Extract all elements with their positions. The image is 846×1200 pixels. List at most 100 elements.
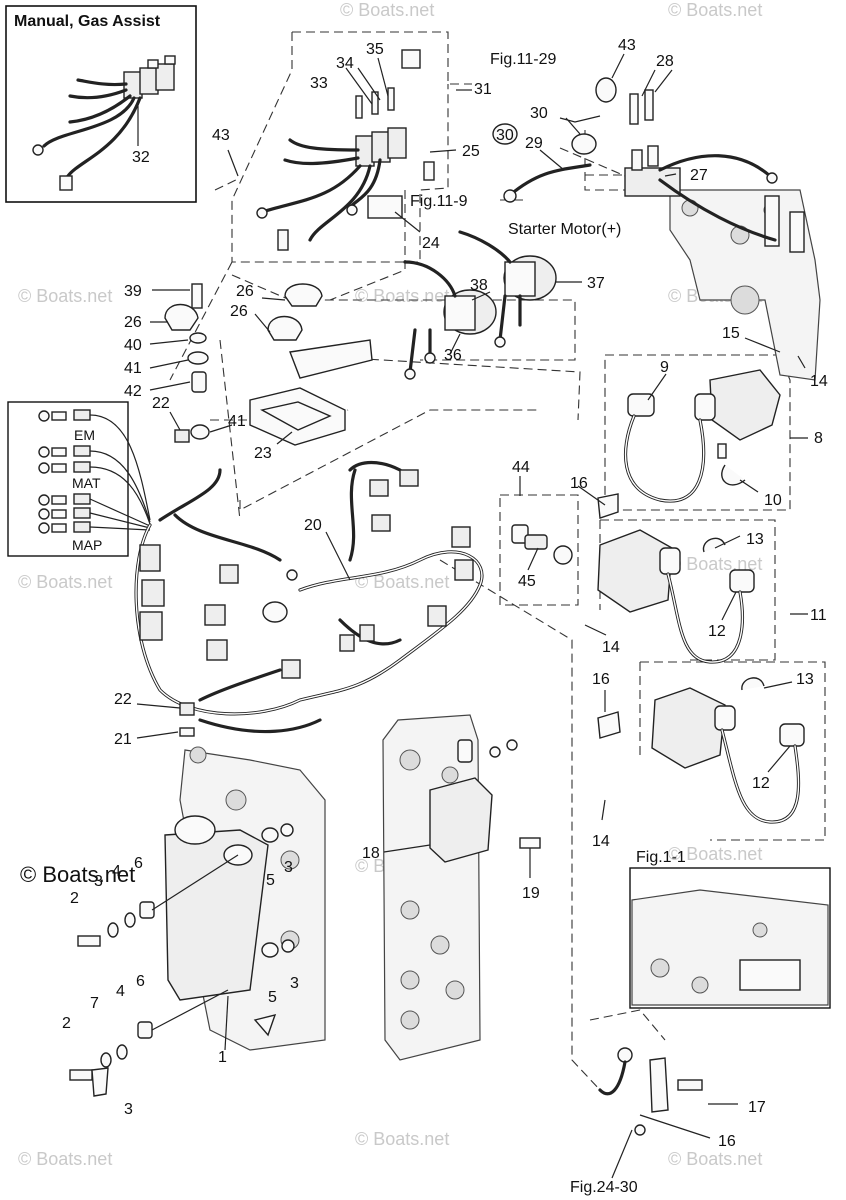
callout: 38 bbox=[470, 277, 488, 294]
callout: 37 bbox=[587, 275, 605, 292]
callout-numbers: 33 34 35 31 25 24 43 43 28 30 30 29 27 3… bbox=[62, 37, 828, 1150]
callout: 42 bbox=[124, 383, 142, 400]
fasteners-left bbox=[69, 854, 239, 1097]
callout: 14 bbox=[810, 373, 828, 390]
callout: 10 bbox=[764, 492, 782, 509]
callout: 5 bbox=[268, 989, 277, 1006]
callout: 22 bbox=[152, 395, 170, 412]
connector-22 bbox=[179, 702, 195, 716]
sensor-label-mat: MAT bbox=[72, 475, 101, 491]
watermark: © Boats.net bbox=[355, 286, 449, 306]
inset-title: Manual, Gas Assist bbox=[14, 13, 161, 30]
bracket-group bbox=[164, 283, 373, 446]
callout: 16 bbox=[718, 1133, 736, 1150]
callout: 41 bbox=[228, 413, 246, 430]
sensor-label-em: EM bbox=[74, 427, 95, 443]
callout: 12 bbox=[752, 775, 770, 792]
callout: 5 bbox=[266, 872, 275, 889]
callout: 16 bbox=[570, 475, 588, 492]
ref-fig-1-1: Fig.1-1 bbox=[636, 849, 686, 866]
callout: 41 bbox=[124, 360, 142, 377]
callout: 3 bbox=[284, 859, 293, 876]
callout: 7 bbox=[90, 995, 99, 1012]
callout: 34 bbox=[336, 55, 354, 72]
bolt-19 bbox=[519, 837, 541, 849]
relay-assembly-icon bbox=[32, 55, 176, 191]
callout: 16 bbox=[592, 671, 610, 688]
screw-21 bbox=[179, 727, 195, 737]
group-boundaries bbox=[169, 31, 826, 1091]
callout: 28 bbox=[656, 53, 674, 70]
relay-cap bbox=[401, 49, 421, 69]
callout: 6 bbox=[136, 973, 145, 990]
callout: 26 bbox=[124, 314, 142, 331]
rectifier-18 bbox=[429, 777, 493, 863]
inset-manual-gas-assist: Manual, Gas Assist 32 bbox=[5, 5, 197, 203]
callout: 3 bbox=[94, 873, 103, 890]
clip-7 bbox=[91, 1067, 109, 1097]
callout: 13 bbox=[746, 531, 764, 548]
callout: 33 bbox=[310, 75, 328, 92]
callout: 11 bbox=[810, 607, 827, 624]
watermark: © Boats.net bbox=[668, 554, 762, 574]
callout: 14 bbox=[602, 639, 620, 656]
callout: 20 bbox=[304, 517, 322, 534]
callout: 26 bbox=[236, 283, 254, 300]
callout: 13 bbox=[796, 671, 814, 688]
callout: 36 bbox=[444, 347, 462, 364]
bolt-2 bbox=[77, 935, 101, 947]
callout: 24 bbox=[422, 235, 440, 252]
callout: 31 bbox=[474, 81, 492, 98]
callout: 1 bbox=[218, 1049, 227, 1066]
ignition-coil-group-11b bbox=[597, 677, 805, 824]
ref-fig-11-29: Fig.11-29 bbox=[490, 51, 557, 68]
mount-plate-middle bbox=[382, 714, 541, 1061]
watermark: © Boats.net bbox=[18, 286, 112, 306]
sensor-label-map: MAP bbox=[72, 537, 102, 553]
cdi-unit bbox=[164, 829, 269, 1001]
callout: 39 bbox=[124, 283, 142, 300]
bolt-28 bbox=[644, 89, 654, 121]
ignition-coil-group-11a bbox=[597, 493, 755, 664]
callout: 3 bbox=[124, 1101, 133, 1118]
callout: 44 bbox=[512, 459, 530, 476]
callout: 8 bbox=[814, 430, 823, 447]
watermark: © Boats.net bbox=[668, 0, 762, 20]
sensor-44 bbox=[511, 524, 573, 565]
mount-plate-left bbox=[164, 746, 326, 1051]
callout: 27 bbox=[690, 167, 708, 184]
cap-30 bbox=[492, 123, 518, 145]
callout: 23 bbox=[254, 445, 272, 462]
ground-cable bbox=[598, 1047, 703, 1136]
callout: 35 bbox=[366, 41, 384, 58]
watermark: © Boats.net bbox=[18, 1149, 112, 1169]
callout: 21 bbox=[114, 731, 132, 748]
callout: 9 bbox=[660, 359, 669, 376]
cap-30 bbox=[571, 133, 597, 155]
callout: 15 bbox=[722, 325, 740, 342]
callout: 4 bbox=[112, 863, 121, 880]
callout: 32 bbox=[132, 149, 150, 166]
starter-relays bbox=[403, 230, 557, 380]
callout: 2 bbox=[70, 890, 79, 907]
bolt-28 bbox=[629, 93, 639, 125]
watermark: © Boats.net bbox=[355, 1129, 449, 1149]
screw bbox=[423, 161, 435, 181]
callout: 29 bbox=[525, 135, 543, 152]
watermark: © Boats.net bbox=[668, 1149, 762, 1169]
callout: 3 bbox=[290, 975, 299, 992]
connector-22 bbox=[174, 429, 190, 443]
relay-group bbox=[256, 49, 435, 251]
callout: 25 bbox=[462, 143, 480, 160]
callout: 2 bbox=[62, 1015, 71, 1032]
watermark: © Boats.net bbox=[355, 572, 449, 592]
relay-bracket bbox=[367, 195, 403, 219]
callout: 19 bbox=[522, 885, 540, 902]
callout: 12 bbox=[708, 623, 726, 640]
callout: 43 bbox=[618, 37, 636, 54]
watermark: © Boats.net bbox=[668, 844, 762, 864]
cap-43 bbox=[595, 77, 617, 103]
callout: 4 bbox=[116, 983, 125, 1000]
bolt-17 bbox=[677, 1079, 703, 1091]
